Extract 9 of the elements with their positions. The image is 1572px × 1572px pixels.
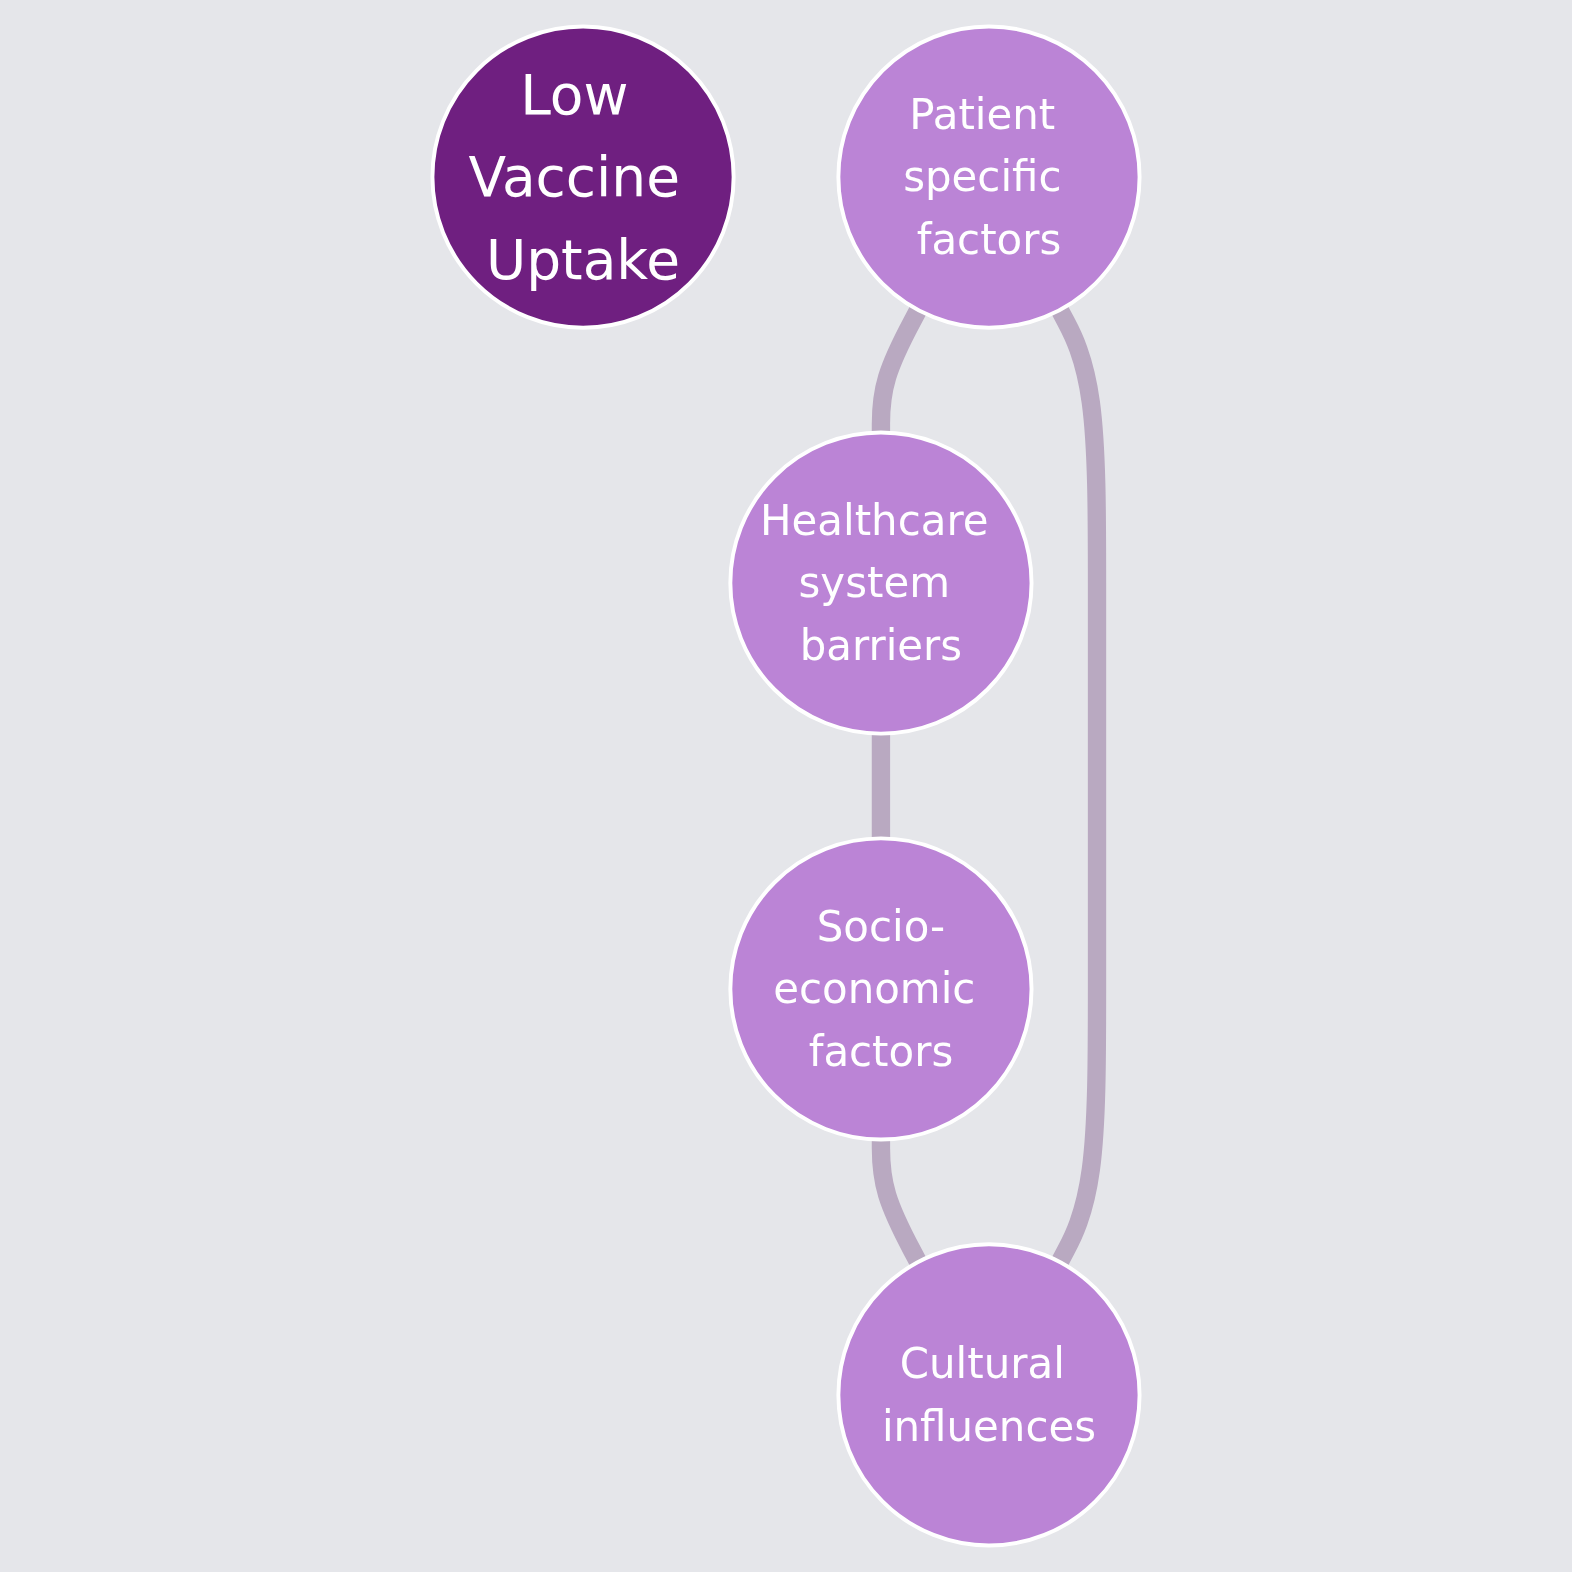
node-circle: Healthcare system barriers: [728, 430, 1034, 736]
node-circle: Socio-economic factors: [728, 836, 1034, 1142]
connector: [871, 733, 891, 839]
connector: [1051, 305, 1107, 1267]
connector: [871, 1139, 927, 1267]
node-circle: Cultural influences: [836, 1242, 1142, 1548]
node-circle: Low Vaccine Uptake: [430, 24, 736, 330]
connector: [871, 305, 927, 433]
node-circle: Patient specific factors: [836, 24, 1142, 330]
